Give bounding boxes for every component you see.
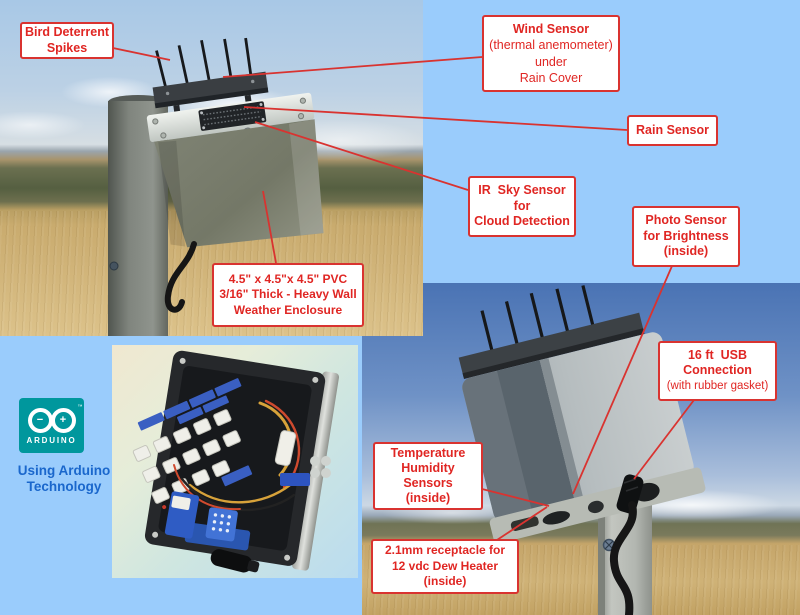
label-line: for [513,198,531,213]
dht-humidity-sensor [184,507,251,551]
power-cable [164,241,197,313]
bird-spikes [155,37,253,88]
label-line: Bird Deterrent [24,25,110,39]
label-temperature-humidity: Temperature Humidity Sensors (inside) [373,442,483,510]
label-line: Photo Sensor [645,213,727,228]
label-line: (inside) [405,491,451,505]
photo-sensor-hole [587,500,604,514]
caption-line: Technology [26,479,102,494]
label-line: Cloud Detection [474,214,570,229]
label-line: under [535,54,567,69]
arduino-wordmark: ARDUINO [26,436,77,445]
barrel-jack [210,549,260,573]
arduino-infinity-icon: − + ™ [27,404,83,433]
label-line: (thermal anemometer) [489,38,613,52]
caption-line: Using Arduino [17,463,111,478]
label-line: (with rubber gasket) [666,379,769,392]
label-line: (inside) [423,574,467,589]
label-wind-sensor: Wind Sensor (thermal anemometer) under R… [482,15,620,92]
label-line: Humidity [401,461,455,475]
arduino-minus-icon: − [27,408,53,433]
label-line: 2.1mm receptacle for [384,543,506,558]
label-ir-sky-sensor: IR Sky Sensor for Cloud Detection [468,176,576,237]
label-line: Spikes [46,40,88,55]
label-line: Sensors [403,476,453,490]
grove-shield-modules [132,378,253,510]
rain-cover [152,71,268,106]
trademark-symbol: ™ [77,404,83,410]
label-photo-sensor: Photo Sensor for Brightness (inside) [632,206,740,267]
four-pin-connector [280,473,310,486]
label-line: 16 ft USB [687,347,748,362]
mounting-pole [108,95,168,336]
label-line: Temperature [390,446,466,460]
arduino-plus-icon: + [50,408,76,433]
resistor-block [274,430,297,467]
label-line: Rain Cover [519,71,583,85]
label-dew-heater: 2.1mm receptacle for 12 vdc Dew Heater (… [371,539,519,594]
photo-enclosure-electronics-inside [112,345,358,578]
dew-heater-receptacle [542,511,570,525]
label-rain-sensor: Rain Sensor [627,115,718,146]
label-line: IR Sky Sensor [478,183,566,198]
label-line: 3/16" Thick - Heavy Wall [219,287,357,302]
label-line: 12 vdc Dew Heater [391,558,499,573]
metal-bracket [310,456,331,478]
arduino-caption: Using Arduino Technology [8,463,120,495]
label-line: Wind Sensor [512,21,590,36]
bird-spikes [480,285,595,352]
label-line: Connection [683,363,752,378]
label-line: for Brightness [643,228,729,243]
label-line: Rain Sensor [636,122,709,137]
label-usb-connection: 16 ft USB Connection (with rubber gasket… [658,341,777,401]
label-line: Weather Enclosure [233,302,343,317]
arduino-logo: − + ™ ARDUINO [19,398,84,453]
label-bird-deterrent-spikes: Bird Deterrent Spikes [20,22,114,59]
label-line: (inside) [663,244,709,259]
label-pvc-enclosure: 4.5" x 4.5"x 4.5" PVC 3/16" Thick - Heav… [212,263,364,327]
electronics-drawing [132,350,340,573]
label-line: 4.5" x 4.5"x 4.5" PVC [228,271,348,286]
